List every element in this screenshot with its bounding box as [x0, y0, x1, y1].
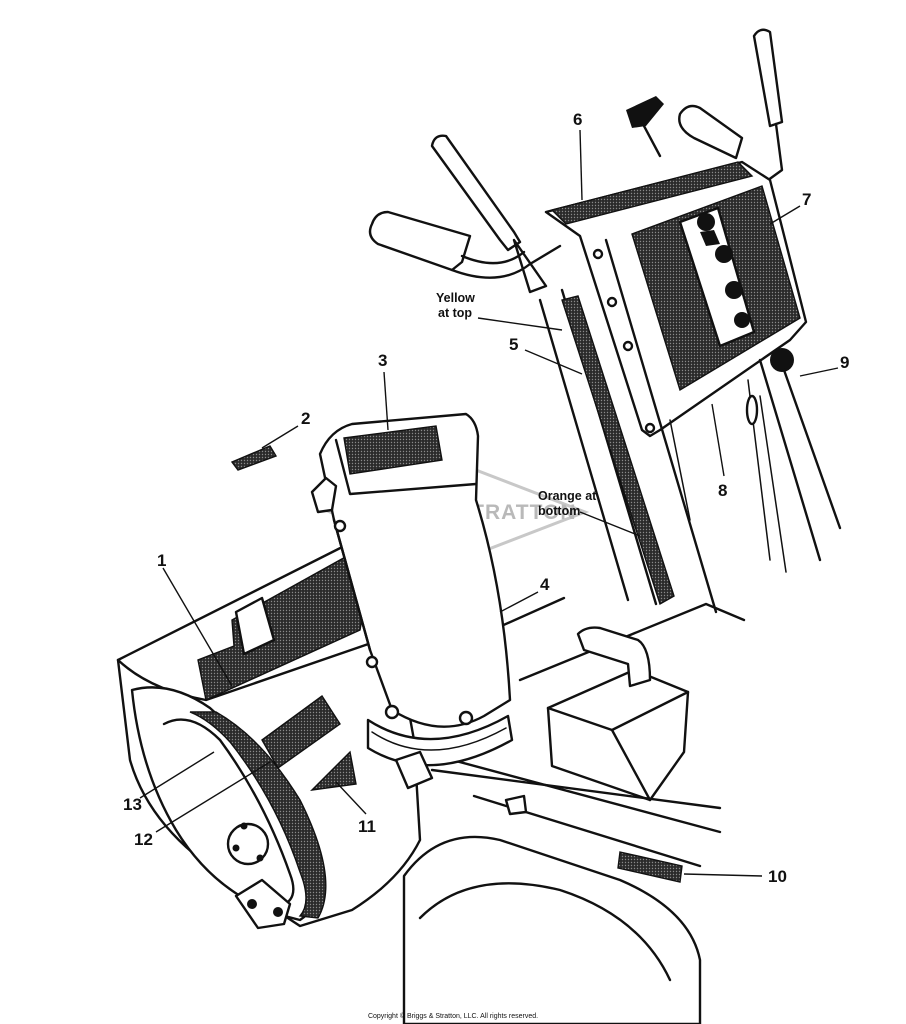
- decal-10-strip: [617, 851, 683, 883]
- note-orange-line2: bottom: [538, 504, 580, 518]
- color-notes: Yellow at top Orange at bottom: [436, 291, 597, 518]
- callout-3: 3: [378, 351, 387, 370]
- callout-5: 5: [509, 335, 518, 354]
- callout-9: 9: [840, 353, 849, 372]
- copyright-text: Copyright © Briggs & Stratton, LLC. All …: [368, 1012, 538, 1020]
- callout-4: 4: [540, 575, 550, 594]
- note-orange-line1: Orange at: [538, 489, 597, 503]
- callout-8: 8: [718, 481, 727, 500]
- decal-3-chute-deflector: [343, 425, 443, 475]
- decal-11-arrow: [310, 750, 357, 791]
- decal-2-small: [230, 445, 278, 471]
- callout-1: 1: [157, 551, 166, 570]
- callout-2: 2: [301, 409, 310, 428]
- decal-6-panel-top: [550, 161, 754, 225]
- note-yellow-line2: at top: [438, 306, 472, 320]
- decal-5-reflective-strip: [561, 295, 675, 606]
- shift-gate: [678, 206, 756, 348]
- handle-assembly: [368, 28, 842, 614]
- callout-7: 7: [802, 190, 811, 209]
- decal-12-label: [261, 694, 341, 770]
- callout-10: 10: [768, 867, 787, 886]
- decal-13-auger-ring: [189, 711, 327, 919]
- leader-lines: [139, 129, 839, 877]
- callout-12: 12: [134, 830, 153, 849]
- decal-1-warning: [197, 538, 377, 702]
- callout-13: 13: [123, 795, 142, 814]
- snow-thrower-body: [116, 412, 746, 1024]
- callout-6: 6: [573, 110, 582, 129]
- note-yellow-line1: Yellow: [436, 291, 475, 305]
- callout-numbers: 1 2 3 4 5 6 7 8 9 10 11 12 13: [123, 110, 849, 886]
- callout-11: 11: [358, 817, 376, 836]
